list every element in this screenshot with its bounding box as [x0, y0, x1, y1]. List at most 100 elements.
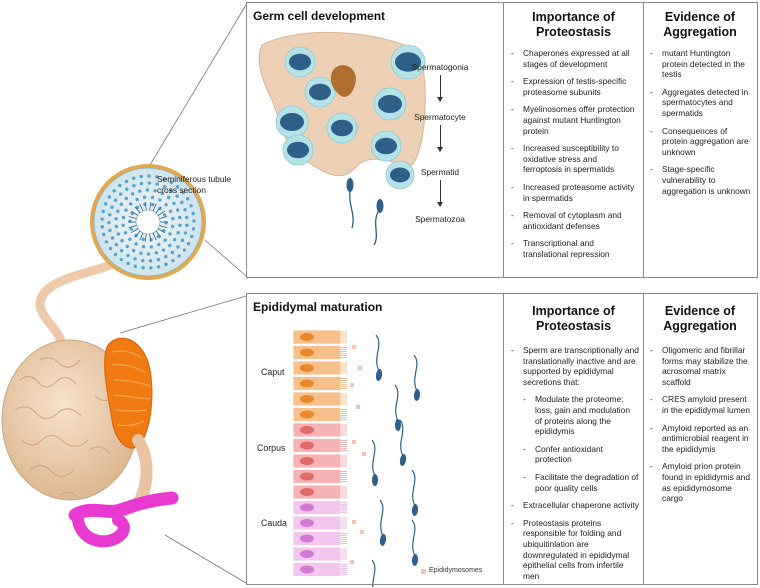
tubule-cell	[160, 191, 164, 196]
tubule-cell	[141, 244, 146, 249]
epididymosome-legend-swatch	[421, 569, 426, 574]
epididymosome-legend-label: Epididymosomes	[429, 567, 483, 574]
zoom-line-epi-top	[119, 295, 247, 334]
epididymosome	[356, 405, 360, 409]
tubule-cell	[124, 179, 129, 184]
sperm-tail	[130, 228, 139, 234]
sperm-tail	[149, 233, 152, 242]
tubule-cell	[116, 232, 121, 236]
tubule-cell	[163, 238, 167, 242]
sperm	[411, 469, 419, 516]
tubule-cell	[180, 200, 184, 205]
tubule-cell	[128, 237, 132, 241]
tubule-cell	[185, 197, 190, 201]
tubule-cell	[162, 185, 167, 189]
epithelial-cell	[292, 391, 347, 407]
germ-importance-list: Chaperones expressed at all stages of de…	[511, 48, 635, 267]
tubule-cell	[170, 224, 175, 229]
tubule-cell	[153, 189, 157, 193]
germ-cell	[282, 134, 314, 166]
tubule-cell	[147, 174, 151, 178]
region-cauda: Cauda	[261, 518, 287, 528]
germ-divider-1	[503, 3, 504, 277]
epithelial-cell	[292, 422, 347, 438]
tubule-cell	[124, 196, 129, 201]
tubule-cell	[149, 266, 153, 270]
tubule-cell	[119, 257, 124, 262]
tubule-cell	[164, 203, 168, 207]
epididymosome	[350, 560, 354, 564]
sperm	[371, 559, 376, 587]
germ-importance-heading-1: Importance of	[532, 10, 615, 24]
tubule-cell	[172, 237, 177, 242]
tubule-cell	[191, 211, 195, 216]
tubule-cell	[151, 202, 155, 207]
tubule-cell	[107, 213, 112, 217]
germ-cell	[385, 160, 415, 190]
tubule-cell	[189, 204, 193, 208]
tubule-cell	[132, 248, 136, 253]
germ-evidence-heading-2: Aggregation	[663, 25, 737, 39]
list-item: Myelinosomes offer protection against mu…	[511, 104, 635, 136]
germ-divider-2	[643, 3, 644, 277]
tubule-cell	[156, 257, 161, 262]
tubule-cell	[156, 265, 161, 269]
tubule-cell	[130, 192, 135, 196]
list-item: Modulate the proteome: loss, gain and mo…	[511, 394, 639, 436]
tubule-cell	[142, 195, 147, 199]
sperm-tail	[130, 210, 139, 216]
stage-arrow-3	[437, 180, 443, 207]
epi-importance-list: Sperm are transcriptionally and translat…	[511, 345, 639, 588]
tubule-cell	[183, 231, 188, 235]
tubule-cell	[169, 180, 174, 185]
stage-arrow-2	[437, 125, 443, 152]
tubule-cell	[107, 195, 112, 199]
tubule-cell	[161, 248, 166, 252]
tubule-cell	[113, 252, 118, 257]
tubule-cell	[100, 225, 104, 229]
epididymosome	[360, 530, 364, 534]
tubule-cell	[124, 208, 128, 212]
epi-importance-heading-1: Importance of	[532, 304, 615, 318]
sperm-tail	[152, 232, 157, 241]
tubule-cell	[108, 228, 112, 233]
tubule-cell	[143, 202, 147, 206]
epi-divider-2	[643, 294, 644, 584]
epi-importance-heading-2: Proteostasis	[535, 319, 612, 333]
sperm	[379, 499, 387, 546]
epididymosome	[350, 383, 354, 387]
tubule-cell	[134, 242, 138, 246]
tubule-cell	[147, 181, 152, 185]
tubule-cell	[185, 215, 189, 220]
tubule-cell	[149, 238, 153, 242]
epithelial-cell	[292, 407, 347, 422]
tubule-cell	[141, 258, 145, 263]
list-item: Increased susceptibility to oxidative st…	[511, 143, 635, 175]
epithelial-cell	[292, 515, 347, 531]
tubule-cell	[129, 202, 133, 206]
list-item: Consequences of protein aggregation are …	[650, 126, 752, 158]
germ-cell	[370, 130, 402, 162]
tubule-cell	[129, 227, 134, 231]
tubule-cell	[157, 242, 161, 247]
germ-cell	[284, 46, 316, 78]
list-item: Expression of testis-specific proteasome…	[511, 76, 635, 97]
tubule-cell	[182, 248, 187, 252]
list-item: Sperm are transcriptionally and translat…	[511, 345, 639, 387]
tubule-cell	[175, 194, 179, 198]
tubule-cell	[167, 195, 171, 200]
tubule-cell	[114, 217, 118, 221]
tubule-cell	[104, 240, 109, 244]
list-item: CRES amyloid present in the epididymal l…	[650, 394, 752, 415]
tubule-cell	[125, 187, 129, 191]
germ-section-title: Germ cell development	[253, 9, 386, 23]
region-caput: Caput	[261, 367, 285, 377]
sperm	[371, 439, 378, 486]
tubule-cell	[141, 266, 145, 270]
tubule-cell	[118, 183, 122, 188]
tubule-cell	[186, 241, 191, 246]
tubule-cell	[177, 215, 182, 220]
tubule-cell	[149, 245, 154, 249]
cauda-epididymis	[68, 491, 179, 522]
